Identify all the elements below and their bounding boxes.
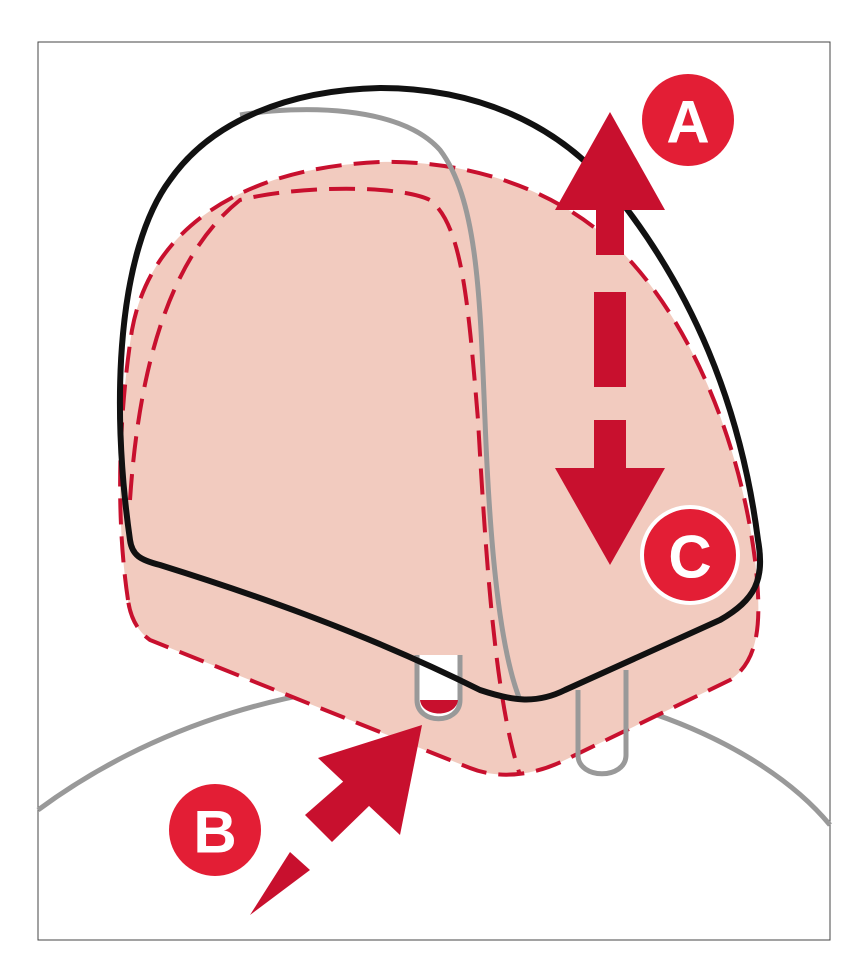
label-b-text: B xyxy=(193,799,236,866)
up-down-arrow xyxy=(555,112,665,565)
arrow-shaft-segment xyxy=(594,420,626,475)
arrow-down-head xyxy=(555,468,665,565)
right-post xyxy=(575,670,629,777)
push-arrow xyxy=(250,725,422,915)
headrest-raised-position xyxy=(116,84,764,703)
push-arrow-tail xyxy=(250,852,310,915)
arrow-shaft-segment xyxy=(596,205,624,255)
label-a: A xyxy=(642,74,734,166)
push-arrow-head xyxy=(318,725,422,835)
push-arrow-segment xyxy=(305,780,370,842)
arrow-up-head xyxy=(555,112,665,210)
label-a-text: A xyxy=(666,89,709,156)
headrest-lowered-side-edge xyxy=(128,186,522,776)
label-c: C xyxy=(640,505,740,605)
label-b: B xyxy=(169,784,261,876)
arrow-shaft-segment xyxy=(594,292,626,387)
headrest-raised-side-edge xyxy=(239,107,523,701)
post-release-button xyxy=(420,700,458,714)
label-c-text: C xyxy=(668,524,711,591)
